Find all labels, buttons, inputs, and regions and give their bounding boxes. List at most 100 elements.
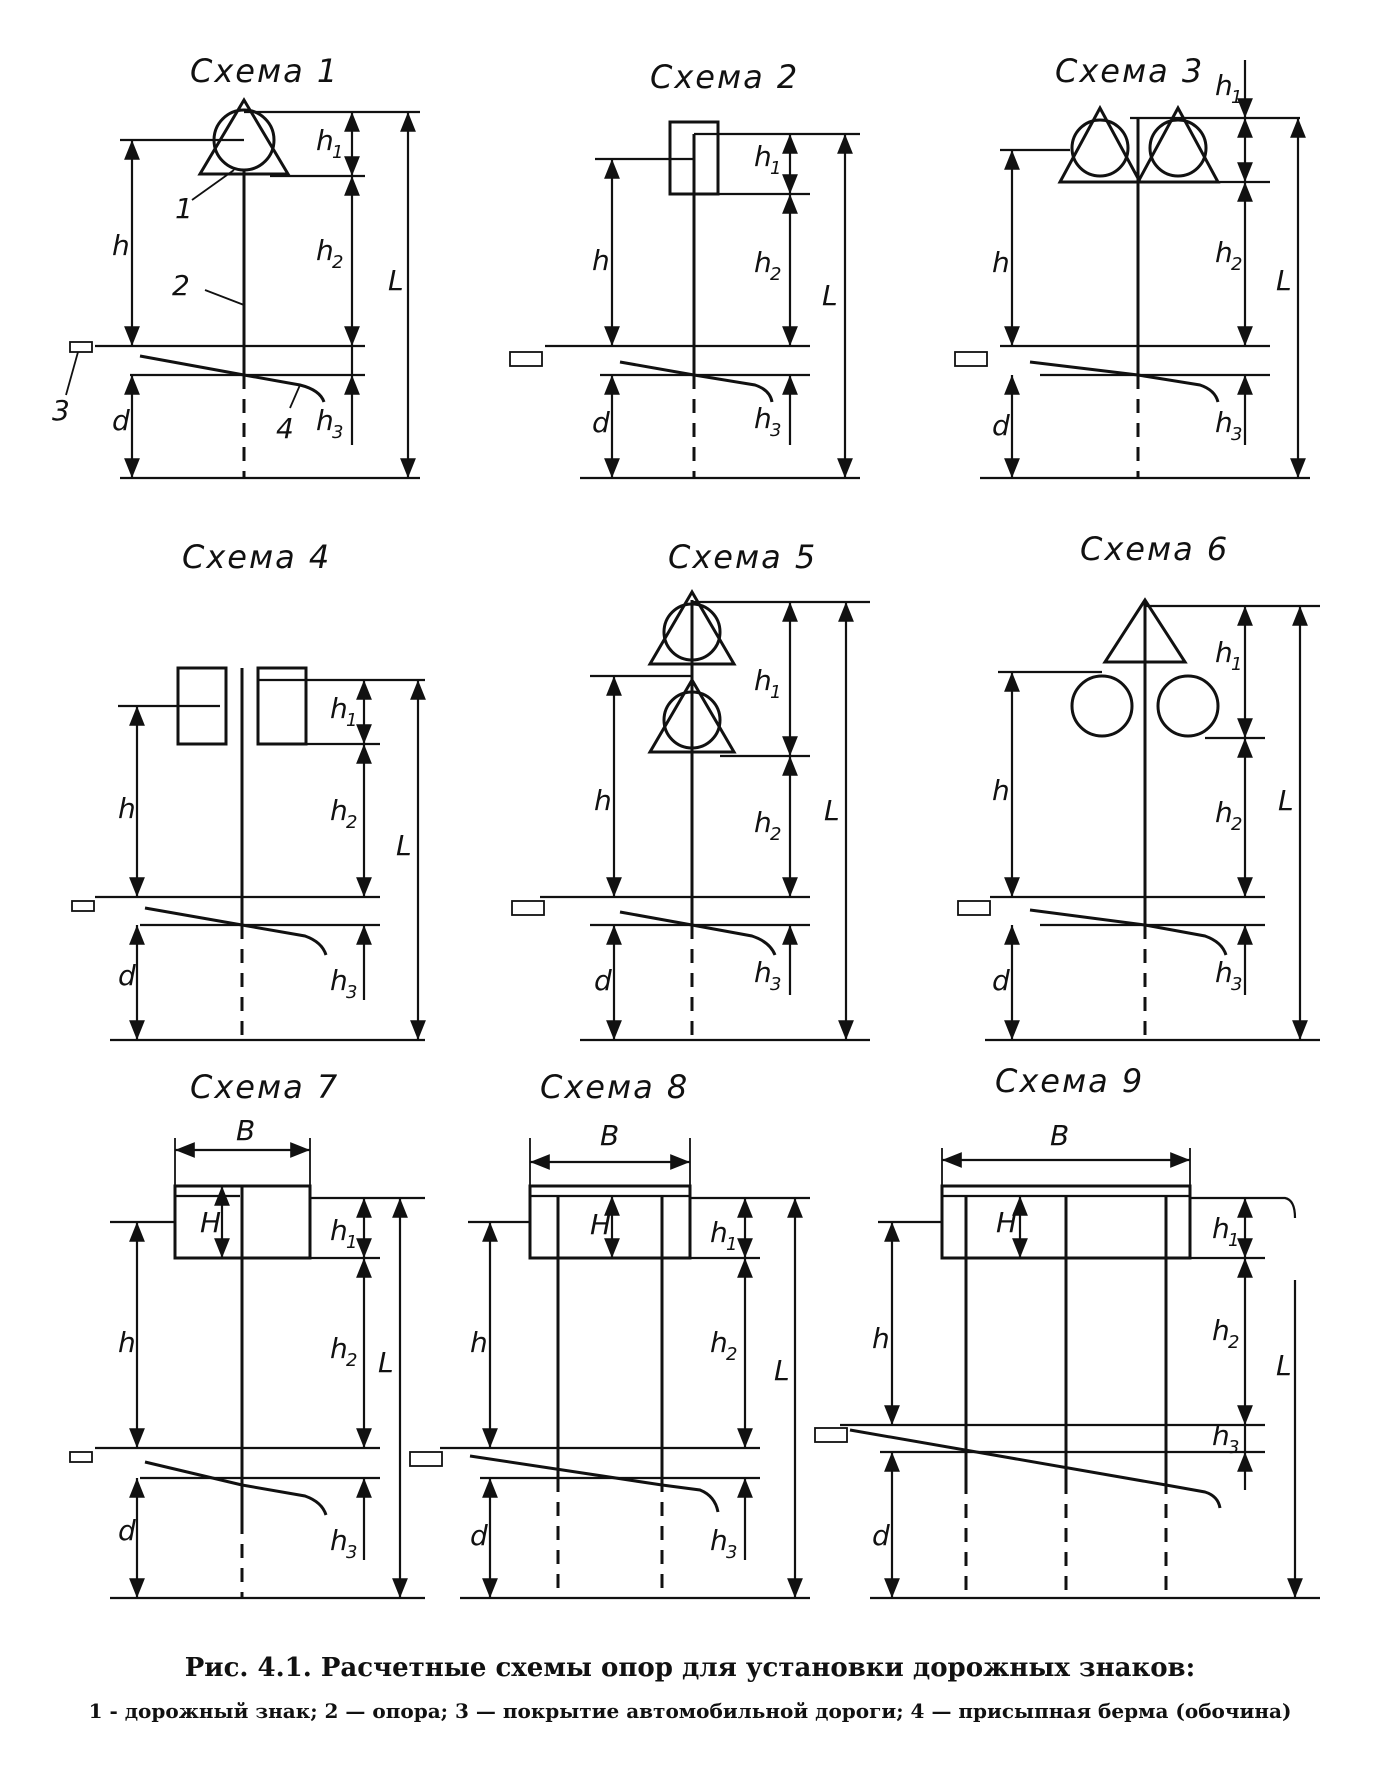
svg-text:H: H — [996, 1206, 1017, 1239]
svg-text:L: L — [378, 1346, 394, 1379]
scheme-5: Схема 5 h d h 1 h 2 h 3 L — [511, 538, 870, 1042]
shoulder-berm — [243, 373, 326, 403]
svg-text:h: h — [754, 402, 772, 435]
svg-text:3: 3 — [726, 1542, 737, 1563]
svg-text:3: 3 — [770, 974, 781, 995]
svg-text:h: h — [1215, 406, 1233, 439]
svg-text:h: h — [710, 1326, 728, 1359]
svg-text:h: h — [470, 1326, 488, 1359]
svg-text:h: h — [118, 1326, 136, 1359]
scheme-4-title: Схема 4 — [182, 538, 331, 576]
svg-text:3: 3 — [1231, 424, 1242, 445]
svg-text:1: 1 — [346, 1232, 357, 1253]
svg-text:L: L — [1276, 1349, 1292, 1382]
svg-text:L: L — [396, 829, 412, 862]
svg-text:L: L — [822, 279, 838, 312]
svg-text:h: h — [754, 806, 772, 839]
svg-text:B: B — [600, 1119, 619, 1152]
svg-text:h: h — [992, 774, 1010, 807]
svg-text:h: h — [1212, 1419, 1230, 1452]
scheme-9-title: Схема 9 — [995, 1062, 1144, 1100]
svg-text:L: L — [1278, 784, 1294, 817]
scheme-6: Схема 6 h d h 1 h 2 h 3 L — [957, 530, 1320, 1042]
svg-text:2: 2 — [770, 264, 781, 285]
svg-text:h: h — [754, 246, 772, 279]
scheme-2-title: Схема 2 — [650, 58, 799, 96]
label-h2: h — [316, 234, 334, 267]
svg-text:h: h — [330, 1524, 348, 1557]
callout-1-sign: 1 — [175, 192, 193, 225]
svg-text:d: d — [470, 1519, 488, 1552]
svg-text:h: h — [330, 964, 348, 997]
svg-text:h: h — [754, 140, 772, 173]
svg-text:3: 3 — [346, 1542, 357, 1563]
svg-text:h: h — [1212, 1212, 1230, 1245]
scheme-1: Схема 1 h d h 1 h 2 h 3 L — [52, 52, 420, 480]
callout-2-pole: 2 — [172, 269, 190, 302]
scheme-3-title: Схема 3 — [1055, 52, 1204, 90]
scheme-7-title: Схема 7 — [190, 1068, 339, 1106]
svg-text:h: h — [1212, 1314, 1230, 1347]
svg-text:d: d — [594, 964, 612, 997]
label-h3: h — [316, 404, 334, 437]
svg-text:d: d — [592, 406, 610, 439]
svg-text:h: h — [710, 1524, 728, 1557]
svg-text:h: h — [330, 1214, 348, 1247]
svg-text:d: d — [992, 964, 1010, 997]
svg-text:1: 1 — [346, 710, 357, 731]
figure-caption-legend: 1 - дорожный знак; 2 — опора; 3 — покрыт… — [89, 1699, 1292, 1723]
svg-text:h: h — [872, 1322, 890, 1355]
label-H: H — [200, 1206, 221, 1239]
svg-text:h: h — [754, 956, 772, 989]
label-L: L — [388, 264, 404, 297]
svg-text:h: h — [754, 664, 772, 697]
svg-text:h: h — [594, 784, 612, 817]
scheme-1-title: Схема 1 — [190, 52, 339, 90]
svg-text:2: 2 — [1231, 814, 1242, 835]
svg-text:2: 2 — [346, 812, 357, 833]
svg-text:3: 3 — [770, 420, 781, 441]
slope-line — [139, 354, 245, 377]
road-surface — [69, 341, 93, 353]
scheme-9: Схема 9 B H h d h 1 h 2 — [814, 1062, 1320, 1600]
callout-3-road: 3 — [52, 394, 70, 427]
svg-text:h: h — [330, 692, 348, 725]
svg-text:1: 1 — [1231, 87, 1242, 108]
scheme-4: Схема 4 h d h 1 h 2 h 3 L — [71, 538, 426, 1042]
svg-text:h: h — [330, 1332, 348, 1365]
svg-text:h: h — [992, 246, 1010, 279]
svg-text:d: d — [992, 409, 1010, 442]
scheme-3: Схема 3 h d h 1 h 2 h 3 L — [954, 52, 1310, 480]
scheme-5-title: Схема 5 — [668, 538, 817, 576]
svg-text:d: d — [118, 959, 136, 992]
svg-text:2: 2 — [726, 1344, 737, 1365]
label-B: B — [236, 1114, 255, 1147]
svg-text:1: 1 — [332, 142, 343, 163]
svg-text:d: d — [872, 1519, 890, 1552]
callout-4-berm: 4 — [276, 412, 294, 445]
svg-text:L: L — [1276, 264, 1292, 297]
svg-text:h: h — [330, 794, 348, 827]
svg-text:2: 2 — [346, 1350, 357, 1371]
svg-text:1: 1 — [1231, 654, 1242, 675]
svg-text:1: 1 — [770, 682, 781, 703]
svg-text:h: h — [710, 1216, 728, 1249]
figure-caption-title: Рис. 4.1. Расчетные схемы опор для устан… — [185, 1653, 1195, 1683]
svg-text:h: h — [592, 244, 610, 277]
svg-text:L: L — [774, 1354, 790, 1387]
svg-text:2: 2 — [1231, 254, 1242, 275]
scheme-6-title: Схема 6 — [1080, 530, 1229, 568]
svg-text:h: h — [1215, 796, 1233, 829]
label-h: h — [112, 229, 130, 262]
svg-text:1: 1 — [726, 1234, 737, 1255]
svg-text:2: 2 — [332, 252, 343, 273]
label-h1: h — [316, 124, 334, 157]
svg-text:h: h — [1215, 956, 1233, 989]
svg-text:d: d — [118, 1514, 136, 1547]
svg-text:B: B — [1050, 1119, 1069, 1152]
svg-text:2: 2 — [770, 824, 781, 845]
svg-text:L: L — [824, 794, 840, 827]
svg-text:H: H — [590, 1208, 611, 1241]
svg-text:2: 2 — [1228, 1332, 1239, 1353]
